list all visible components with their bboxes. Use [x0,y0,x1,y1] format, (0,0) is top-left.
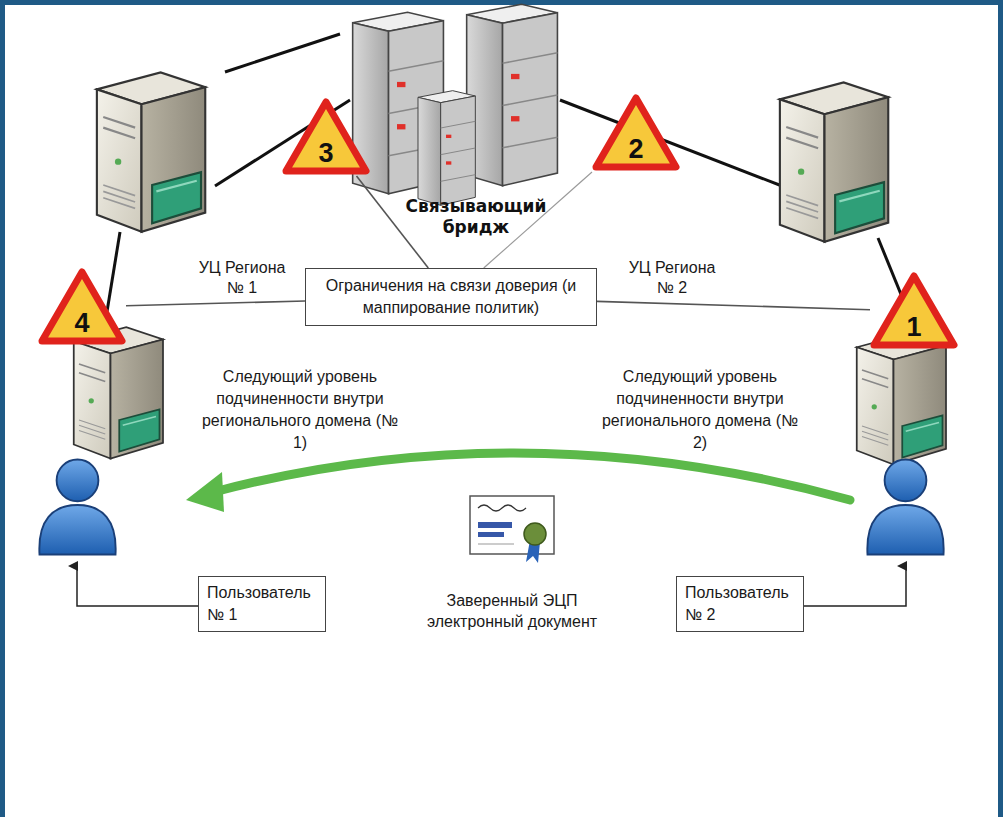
ca-server [97,72,205,231]
callout-number: 1 [870,312,958,342]
arrow-head [186,472,224,512]
callout-number: 3 [282,138,370,168]
text-box: Ограничения на связи доверия (и маппиров… [305,268,597,326]
callout-number: 2 [592,134,680,164]
warning-triangle: 4 [38,268,126,346]
text-label: УЦ Региона № 1 [192,258,292,298]
constraint-link [597,301,870,309]
constraint-link [126,301,305,306]
box-text: Пользователь № 1 [207,582,317,626]
leader-line [802,566,906,606]
user-icon [39,459,115,554]
text-label: Заверенный ЭЦП электронный документ [417,590,607,632]
box-text: Ограничения на связи доверия (и маппиров… [314,275,588,319]
text-box: Пользователь № 2 [676,576,804,632]
text-label: УЦ Региона № 2 [622,258,722,298]
constraint-link [357,176,429,268]
sub-ca-server [74,327,163,458]
bridge-label: Связывающий бридж [391,196,561,238]
box-text: Пользователь № 2 [685,582,795,626]
text-label: Следующий уровень подчиненности внутри р… [194,366,406,454]
transfer-arrow [214,453,850,500]
bridge-server [418,91,475,206]
user-icon [867,459,943,554]
sub-ca-server [857,333,946,464]
text-label: Следующий уровень подчиненности внутри р… [594,366,806,454]
trust-link [560,100,782,186]
leader-line [77,566,198,606]
trust-link [225,34,340,72]
warning-triangle: 1 [870,272,958,350]
bridge-server [467,4,558,186]
certificate-icon [470,496,554,563]
callout-number: 4 [38,308,126,338]
warning-triangle: 3 [282,98,370,176]
text-box: Пользователь № 1 [198,576,326,632]
ca-server [780,82,888,241]
warning-triangle: 2 [592,94,680,172]
